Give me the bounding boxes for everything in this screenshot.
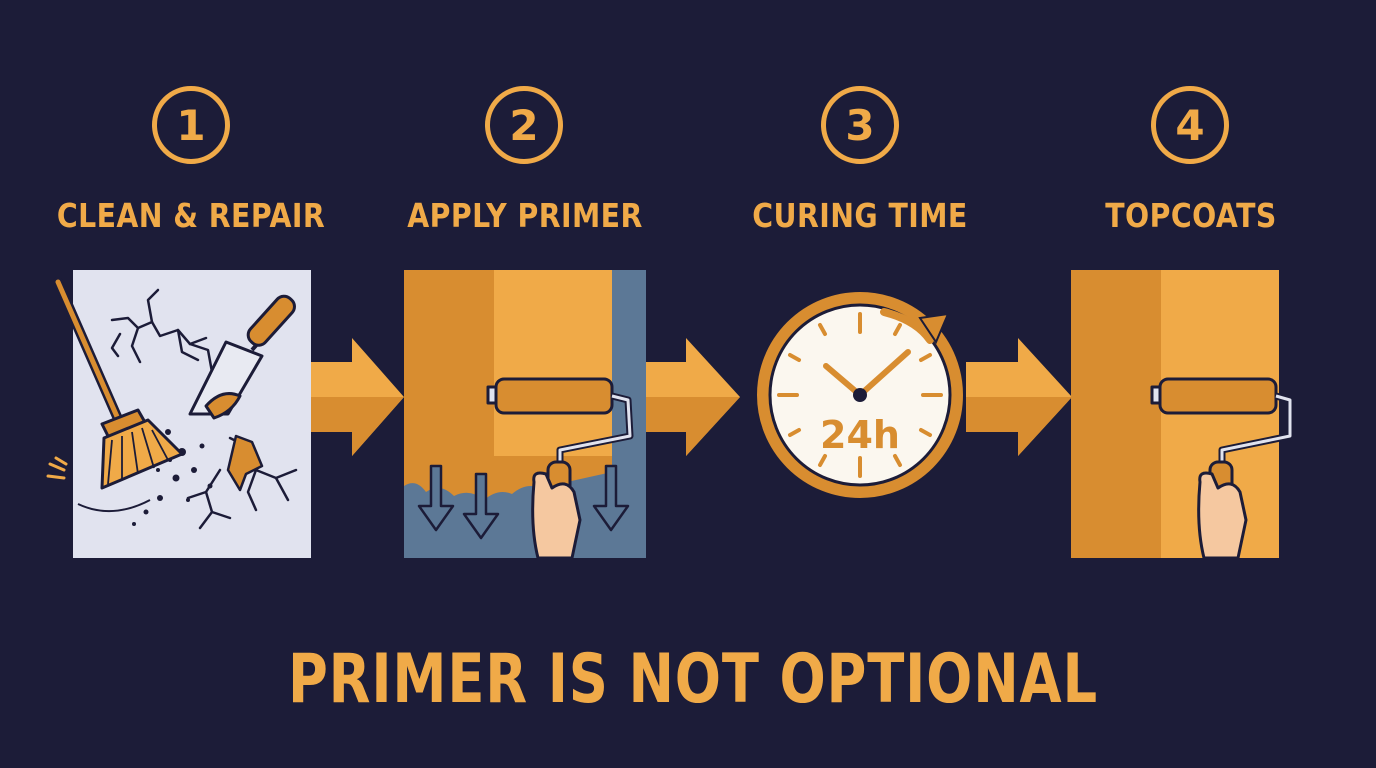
step-1-title: CLEAN & REPAIR xyxy=(56,196,326,235)
step-4-number: 4 xyxy=(1151,86,1229,164)
step-3-title: CURING TIME xyxy=(752,196,968,235)
wall-cracks-icon xyxy=(110,288,298,530)
clean-repair-illustration xyxy=(46,270,311,558)
topcoats-illustration xyxy=(1071,270,1294,560)
drip-arrows xyxy=(417,464,630,540)
broom-icon xyxy=(53,277,184,490)
paint-roller-icon xyxy=(1150,377,1294,560)
connector-arrow-3 xyxy=(966,338,1072,456)
clock-label: 24h xyxy=(820,413,900,457)
clock-hands xyxy=(823,349,911,398)
step-3-number: 3 xyxy=(821,86,899,164)
motion-lines xyxy=(46,456,68,480)
step-1-number: 1 xyxy=(152,86,230,164)
connector-arrow-2 xyxy=(644,338,740,456)
clock-illustration: 24h xyxy=(755,290,965,500)
connector-arrow-1 xyxy=(306,338,404,456)
step-4-title: TOPCOATS xyxy=(1105,196,1277,235)
trowel-icon xyxy=(188,294,296,420)
clock-ticks xyxy=(777,312,943,478)
step-2-number: 2 xyxy=(485,86,563,164)
refresh-arrow-icon xyxy=(918,312,950,345)
paint-roller-icon xyxy=(486,377,634,560)
step-2-title: APPLY PRIMER xyxy=(407,196,643,235)
slogan-heading: PRIMER IS NOT OPTIONAL xyxy=(288,640,1098,719)
apply-primer-illustration xyxy=(404,270,646,560)
